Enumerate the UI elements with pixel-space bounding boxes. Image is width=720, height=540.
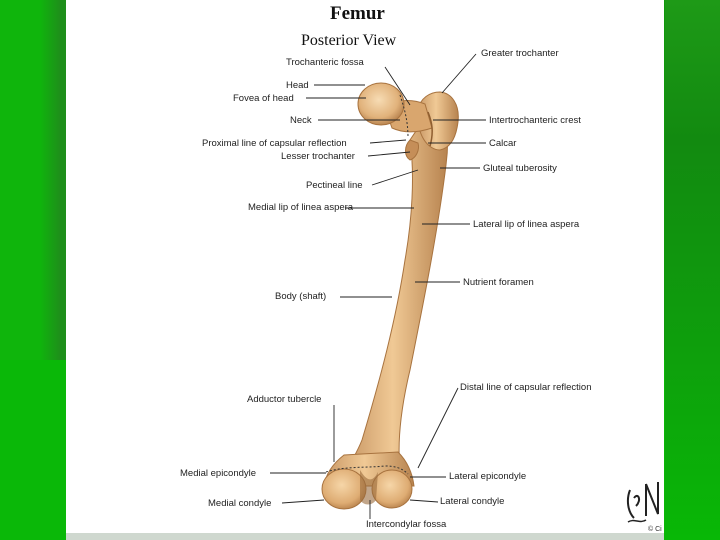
label-intercondylar-fossa: Intercondylar fossa (366, 519, 446, 530)
label-neck: Neck (290, 115, 312, 126)
label-trochanteric-fossa: Trochanteric fossa (286, 57, 364, 68)
label-greater-trochanter: Greater trochanter (481, 48, 559, 59)
label-intertrochanteric-crest: Intertrochanteric crest (489, 115, 581, 126)
label-lateral-lip-linea-aspera: Lateral lip of linea aspera (473, 219, 579, 230)
lateral-condyle-shape (372, 470, 412, 508)
label-medial-lip-linea-aspera: Medial lip of linea aspera (248, 202, 353, 213)
label-gluteal-tuberosity: Gluteal tuberosity (483, 163, 557, 174)
label-proximal-capsular-line: Proximal line of capsular reflection (202, 138, 347, 149)
artist-signature-icon (622, 470, 667, 532)
label-calcar: Calcar (489, 138, 516, 149)
label-adductor-tubercle: Adductor tubercle (247, 394, 321, 405)
medial-condyle-shape (322, 469, 366, 509)
label-nutrient-foramen: Nutrient foramen (463, 277, 534, 288)
label-lateral-epicondyle: Lateral epicondyle (449, 471, 526, 482)
label-distal-capsular-line: Distal line of capsular reflection (460, 382, 591, 393)
label-lateral-condyle: Lateral condyle (440, 496, 504, 507)
label-head: Head (286, 80, 309, 91)
label-pectineal-line: Pectineal line (306, 180, 363, 191)
label-medial-condyle: Medial condyle (208, 498, 271, 509)
label-medial-epicondyle: Medial epicondyle (180, 468, 256, 479)
label-fovea-of-head: Fovea of head (233, 93, 294, 104)
copyright-mark: © Ci (648, 524, 662, 535)
label-body-shaft: Body (shaft) (275, 291, 326, 302)
femur-shaft (348, 95, 448, 470)
femur-head-shape (358, 83, 404, 125)
label-lesser-trochanter: Lesser trochanter (281, 151, 355, 162)
